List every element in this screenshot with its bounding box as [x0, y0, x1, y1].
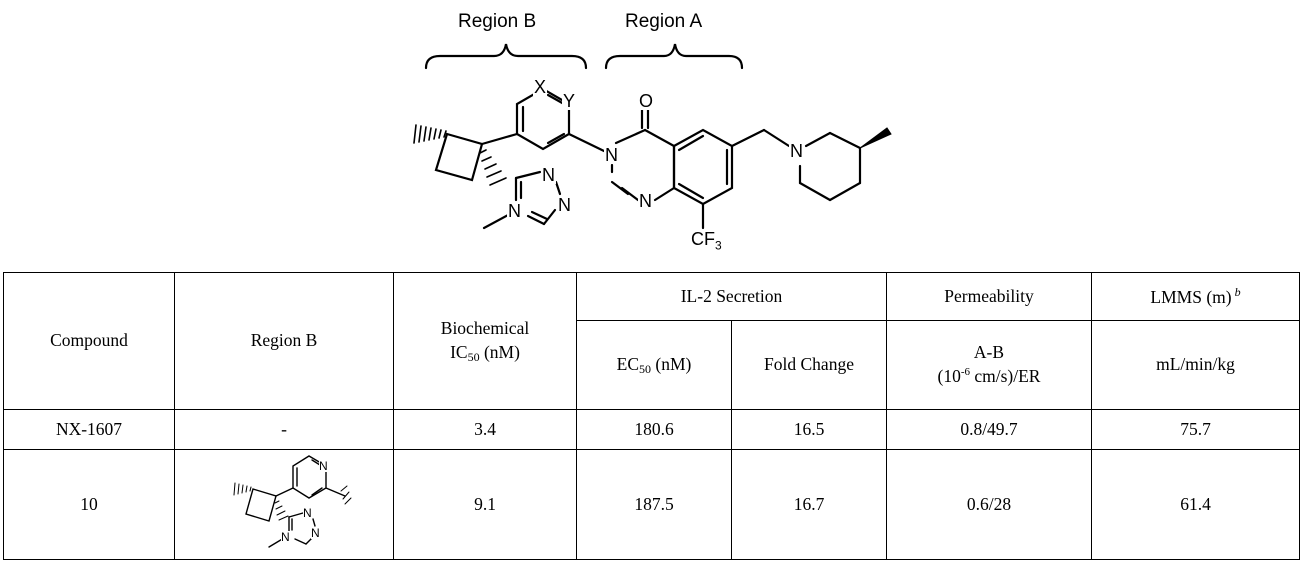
cell-permeability: 0.6/28	[886, 449, 1092, 560]
cell-fold-change: 16.7	[731, 449, 887, 560]
cell-fold-change: 16.5	[731, 409, 887, 450]
cell-permeability: 0.8/49.7	[886, 409, 1092, 450]
header-il2-secretion: IL-2 Secretion	[576, 272, 887, 321]
region-b-label: Region B	[458, 11, 537, 32]
cell-lmms: 75.7	[1091, 409, 1300, 450]
cell-region-b-structure: N N N N	[174, 449, 394, 560]
cell-compound: NX-1607	[3, 409, 175, 450]
region-a-label: Region A	[625, 11, 703, 32]
header-row-1: Compound Region B Biochemical IC50 (nM) …	[3, 272, 1300, 410]
atom-triazole-n1-label: N	[541, 165, 556, 185]
cell-lmms: 61.4	[1091, 449, 1300, 560]
cyclobutane-ring	[434, 132, 484, 182]
table-row: 10	[3, 449, 1300, 560]
data-table: Compound Region B Biochemical IC50 (nM) …	[3, 272, 1300, 560]
header-biochemical-ic50: Biochemical IC50 (nM)	[393, 272, 577, 410]
atom-x-label: X	[533, 77, 548, 97]
fragment-triazole-n4-label: N	[281, 530, 290, 545]
atom-y-label: Y	[562, 91, 577, 111]
structure-drawing	[413, 43, 892, 230]
header-lmms: LMMS (m)b	[1091, 272, 1300, 321]
cell-compound: 10	[3, 449, 175, 560]
atom-triazole-n2-label: N	[557, 195, 572, 215]
cf3-label: CF3	[690, 229, 723, 253]
triazole-hash-bond	[479, 149, 507, 186]
structure-scheme: Region B Region A X Y O N N N CF3 N N N	[0, 0, 1307, 262]
header-fold-change: Fold Change	[731, 320, 887, 410]
atom-oxygen-label: O	[638, 91, 655, 111]
table-row: NX-1607 - 3.4 180.6 16.5 0.8/49.7 75.7	[3, 409, 1300, 450]
atom-piperidine-n-label: N	[789, 141, 804, 161]
atom-pyrimidine-n-label: N	[638, 191, 653, 211]
fragment-triazole-n2-label: N	[311, 526, 320, 541]
header-permeability-units: A-B (10-6 cm/s)/ER	[886, 320, 1092, 410]
methyl-hash-bond	[413, 124, 447, 144]
fragment-triazole-n1-label: N	[303, 506, 312, 521]
region-b-fragment-structure: N N N N	[191, 451, 377, 551]
cell-ec50: 187.5	[576, 449, 732, 560]
region-b-brace	[424, 43, 588, 70]
header-region-b: Region B	[174, 272, 394, 410]
header-lmms-units: mL/min/kg	[1091, 320, 1300, 410]
cell-region-b: -	[174, 409, 394, 450]
benzo-ring	[672, 128, 734, 206]
region-a-brace	[604, 43, 744, 70]
atom-triazole-n4-label: N	[507, 201, 522, 221]
cell-ic50: 3.4	[393, 409, 577, 450]
cell-ec50: 180.6	[576, 409, 732, 450]
header-permeability: Permeability	[886, 272, 1092, 321]
fragment-pyridine-n-label: N	[319, 459, 328, 474]
header-ec50: EC50 (nM)	[576, 320, 732, 410]
header-row-2: EC50 (nM) Fold Change A-B (10-6 cm/s)/ER…	[4, 320, 1300, 410]
atom-amide-n-label: N	[604, 145, 619, 165]
cell-ic50: 9.1	[393, 449, 577, 560]
header-compound: Compound	[3, 272, 175, 410]
